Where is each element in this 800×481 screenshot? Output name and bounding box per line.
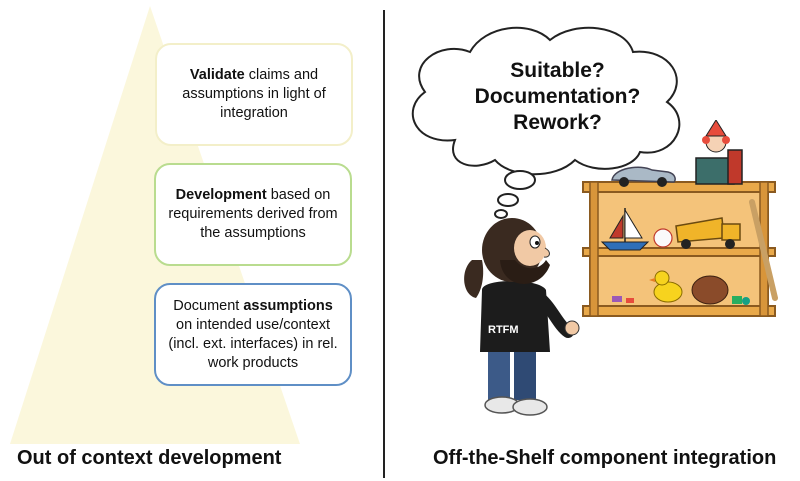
document-box: Document assumptions on intended use/con… [154,283,352,386]
vertical-divider [383,10,385,478]
shirt-text: RTFM [488,324,519,336]
development-box-bold: Development [175,187,267,203]
toy-duck [649,270,683,303]
jack-in-the-box [695,120,743,185]
thought-line-suitable: Suitable? [510,59,605,82]
development-box-text: based on requirements derived from the a… [168,187,338,241]
person-illustration: RTFM [464,218,580,416]
thought-line-rework: Rework? [513,111,602,134]
development-box: Development based on requirements derive… [154,163,352,266]
document-box-text: on intended use/context (incl. ext. inte… [168,316,338,371]
toy-pig-bag [691,275,729,305]
thought-line-documentation: Documentation? [474,85,641,108]
document-box-bold: assumptions [243,297,333,314]
validate-box-text: claims and assumptions in light of integ… [182,67,326,121]
thought-text: Suitable? Documentation? Rework? [450,58,665,136]
document-box-pre: Document [173,297,244,314]
toy-truck [675,217,741,249]
toy-sailboat [600,208,650,251]
toy-car [611,166,676,187]
validate-box-bold: Validate [189,67,245,83]
left-caption: Out of context development [17,447,282,469]
integration-scene: RTFM [464,120,778,416]
right-caption: Off-the-Shelf component integration [433,447,777,469]
baseball-ball [653,228,673,248]
thought-cloud [411,26,681,219]
validate-box: Validate claims and assumptions in light… [155,43,353,146]
toy-bits [612,296,750,305]
